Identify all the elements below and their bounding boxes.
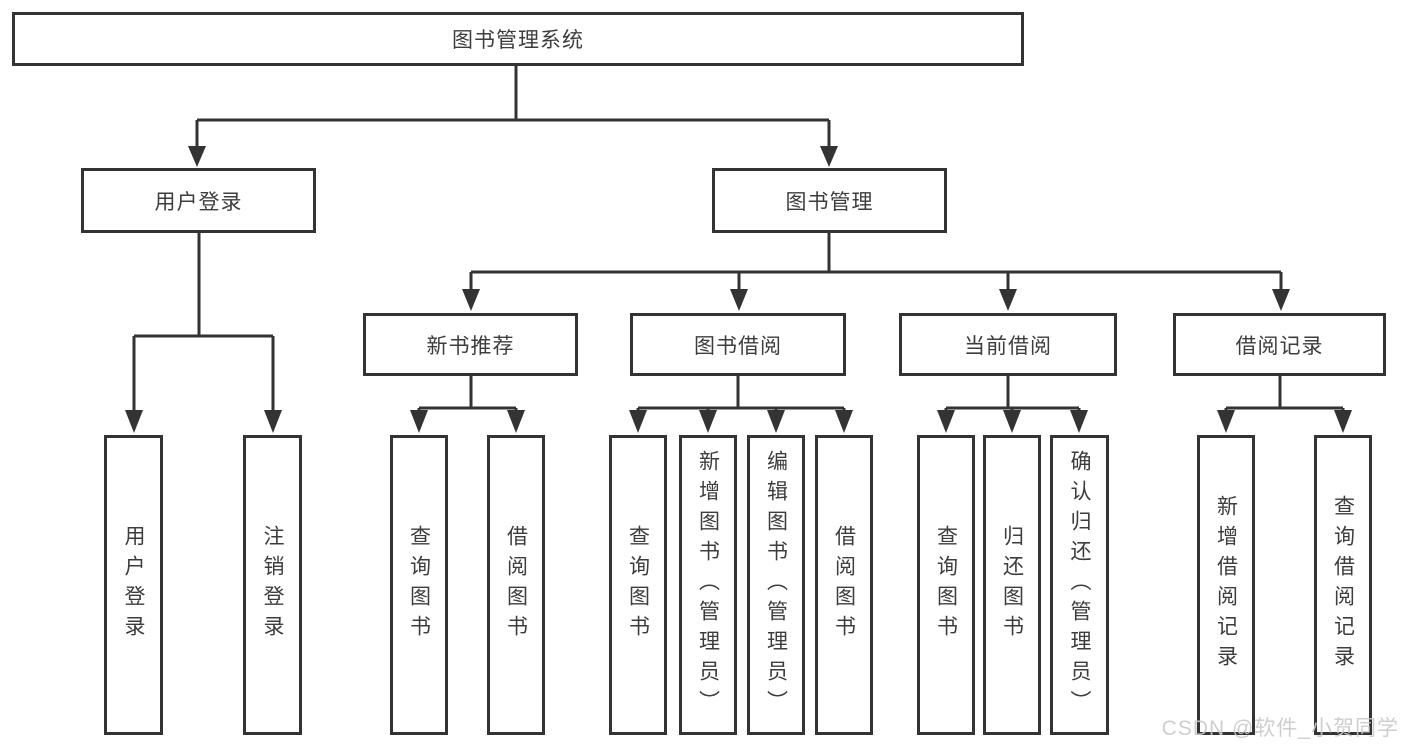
node-system: 图书管理系统 xyxy=(12,12,1024,66)
node-nb-query-books: 查询图书 xyxy=(390,435,448,735)
node-book-management: 图书管理 xyxy=(712,168,947,233)
node-new-book-recommend-label: 新书推荐 xyxy=(426,334,515,358)
connector-newbookrec-to-children xyxy=(410,376,525,433)
node-current-borrowing-label: 当前借阅 xyxy=(964,334,1052,358)
node-br-query-record: 查询借阅记录 xyxy=(1314,435,1372,735)
node-current-borrowing: 当前借阅 xyxy=(899,313,1117,376)
node-borrow-records-label: 借阅记录 xyxy=(1235,334,1324,358)
node-borrow-records: 借阅记录 xyxy=(1173,313,1386,376)
node-cb-confirm-return-admin: 确认归还（管理员） xyxy=(1050,435,1109,735)
connector-bookborrow-to-children xyxy=(629,376,853,433)
node-br-query-record-label: 查询借阅记录 xyxy=(1331,495,1355,675)
connector-userlogin-to-children xyxy=(125,233,282,433)
node-book-borrowing-label: 图书借阅 xyxy=(694,334,782,358)
node-user-login-module-label: 用户登录 xyxy=(154,190,243,214)
node-bb-query-books-label: 查询图书 xyxy=(626,525,650,645)
node-bb-add-books-admin-label: 新增图书（管理员） xyxy=(696,450,720,720)
connector-root-to-level2 xyxy=(188,66,838,167)
node-cb-confirm-return-admin-label: 确认归还（管理员） xyxy=(1068,450,1091,720)
node-br-add-record: 新增借阅记录 xyxy=(1197,435,1255,735)
csdn-watermark: CSDN @软件_小贺同学 xyxy=(1161,717,1399,740)
node-br-add-record-label: 新增借阅记录 xyxy=(1214,495,1238,675)
node-logout: 注销登录 xyxy=(243,435,302,735)
node-user-login-module: 用户登录 xyxy=(81,168,316,233)
connector-borrowrecord-to-children xyxy=(1217,376,1352,433)
node-bb-query-books: 查询图书 xyxy=(609,435,667,735)
node-user-login-leaf-label: 用户登录 xyxy=(122,525,145,645)
node-book-management-label: 图书管理 xyxy=(785,190,874,214)
node-cb-query-books: 查询图书 xyxy=(917,435,975,735)
connector-bookmgmt-to-level3 xyxy=(462,233,1290,311)
node-book-borrowing: 图书借阅 xyxy=(630,313,846,376)
node-system-label: 图书管理系统 xyxy=(452,29,584,52)
node-bb-add-books-admin: 新增图书（管理员） xyxy=(679,435,737,735)
node-bb-edit-books-admin: 编辑图书（管理员） xyxy=(747,435,805,735)
node-cb-return-books-label: 归还图书 xyxy=(1000,525,1024,645)
node-cb-return-books: 归还图书 xyxy=(983,435,1041,735)
node-cb-query-books-label: 查询图书 xyxy=(934,525,958,645)
node-nb-borrow-books-label: 借阅图书 xyxy=(504,525,528,645)
node-bb-borrow-books-label: 借阅图书 xyxy=(832,525,856,645)
node-bb-edit-books-admin-label: 编辑图书（管理员） xyxy=(764,450,788,720)
node-nb-query-books-label: 查询图书 xyxy=(407,525,431,645)
node-nb-borrow-books: 借阅图书 xyxy=(487,435,545,735)
node-logout-label: 注销登录 xyxy=(261,525,284,645)
node-user-login-leaf: 用户登录 xyxy=(104,435,163,735)
node-new-book-recommend: 新书推荐 xyxy=(363,313,578,376)
node-bb-borrow-books: 借阅图书 xyxy=(815,435,873,735)
connector-currentborrow-to-children xyxy=(937,376,1088,433)
